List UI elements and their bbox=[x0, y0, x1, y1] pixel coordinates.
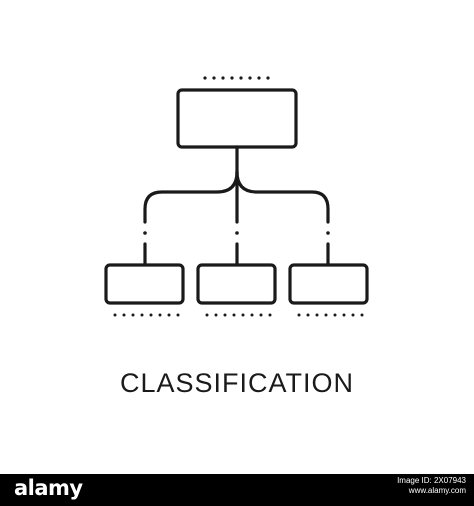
connector-dots bbox=[143, 231, 330, 235]
image-id-block: Image ID: 2X07943 www.alamy.com bbox=[397, 476, 466, 496]
image-id-label: Image ID: 2X07943 bbox=[397, 476, 466, 485]
connector-lines bbox=[143, 145, 330, 266]
child-node-right bbox=[288, 263, 369, 305]
root-dots bbox=[203, 76, 270, 80]
child-nodes bbox=[104, 263, 369, 305]
child-node-middle bbox=[196, 263, 277, 305]
branch-left bbox=[143, 170, 239, 224]
classification-diagram bbox=[104, 76, 369, 317]
child-node-left bbox=[104, 263, 185, 305]
icon-canvas: CLASSIFICATION bbox=[104, 76, 369, 398]
branch-right bbox=[235, 170, 330, 224]
caption-title: CLASSIFICATION bbox=[119, 368, 355, 398]
watermark-bar: alamy Image ID: 2X07943 www.alamy.com bbox=[0, 474, 474, 506]
child-dots bbox=[113, 313, 364, 317]
root-node bbox=[176, 88, 298, 149]
brand-text: alamy bbox=[14, 476, 83, 500]
site-url: www.alamy.com bbox=[408, 486, 466, 495]
brand-logo: alamy bbox=[14, 476, 83, 500]
